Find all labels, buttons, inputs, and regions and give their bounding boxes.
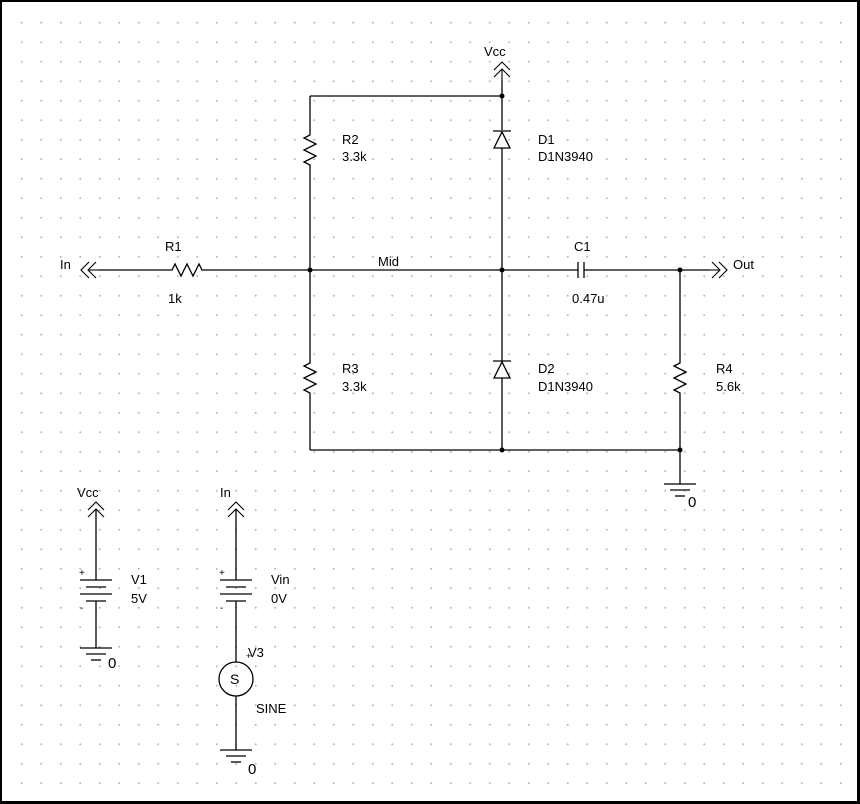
ground-main[interactable]: 0: [664, 483, 696, 511]
junction-dot: [307, 267, 313, 273]
component-type: SINE: [256, 701, 287, 716]
component-name: R2: [342, 132, 359, 147]
junction-dot: [499, 267, 505, 273]
port-label: Vcc: [484, 44, 506, 59]
component-value: D1N3940: [538, 149, 593, 164]
component-name: R4: [716, 361, 733, 376]
wires: [98, 80, 710, 484]
component-name: R1: [165, 239, 182, 254]
sine-symbol: S: [230, 671, 239, 687]
resistor-r1[interactable]: R1 1k: [165, 239, 206, 306]
component-value: 3.3k: [342, 149, 367, 164]
source-v1[interactable]: Vcc + - V1 5V: [77, 485, 147, 648]
component-value: 0V: [271, 591, 287, 606]
plus-sign: +: [79, 568, 85, 579]
grid-dots: [4, 4, 854, 798]
ground-label: 0: [688, 494, 696, 511]
resistor-r4[interactable]: R4 5.6k: [672, 358, 741, 396]
plus-sign: +: [219, 568, 225, 579]
component-value: D1N3940: [538, 379, 593, 394]
resistor-r2[interactable]: R2 3.3k: [302, 130, 367, 168]
port-in-main[interactable]: In: [60, 257, 98, 279]
junctions: [307, 93, 683, 453]
minus-sign: -: [80, 603, 83, 614]
port-out[interactable]: Out: [710, 257, 754, 279]
component-value: 3.3k: [342, 379, 367, 394]
ground-label: 0: [108, 655, 116, 672]
junction-dot: [499, 447, 505, 453]
port-vcc-top[interactable]: Vcc: [484, 44, 511, 80]
source-vin[interactable]: In + - Vin 0V: [219, 485, 290, 662]
ground-label: 0: [248, 761, 256, 778]
component-value: 5V: [131, 591, 147, 606]
component-name: D2: [538, 361, 555, 376]
component-value: 0.47u: [572, 291, 605, 306]
ground-v3[interactable]: 0: [220, 749, 256, 778]
port-label: In: [220, 485, 231, 500]
component-value: 5.6k: [716, 379, 741, 394]
plus-sign: +: [246, 651, 251, 661]
component-name: C1: [574, 239, 591, 254]
capacitor-c1[interactable]: C1 0.47u: [572, 239, 605, 306]
port-label: In: [60, 257, 71, 272]
resistor-r3[interactable]: R3 3.3k: [302, 358, 367, 396]
component-name: V3: [248, 645, 264, 660]
net-label-mid: Mid: [378, 254, 399, 269]
diode-d1[interactable]: D1 D1N3940: [492, 130, 593, 164]
ground-v1[interactable]: 0: [80, 647, 116, 672]
component-name: R3: [342, 361, 359, 376]
junction-dot: [677, 447, 683, 453]
junction-dot: [499, 93, 505, 99]
port-label: Out: [733, 257, 754, 272]
diode-d2[interactable]: D2 D1N3940: [492, 360, 593, 394]
source-v3-sine[interactable]: S + V3 SINE: [218, 645, 287, 750]
component-value: 1k: [168, 291, 182, 306]
minus-sign: -: [220, 603, 223, 614]
component-name: V1: [131, 572, 147, 587]
component-name: D1: [538, 132, 555, 147]
junction-dot: [677, 267, 683, 273]
component-name: Vin: [271, 572, 290, 587]
port-label: Vcc: [77, 485, 99, 500]
